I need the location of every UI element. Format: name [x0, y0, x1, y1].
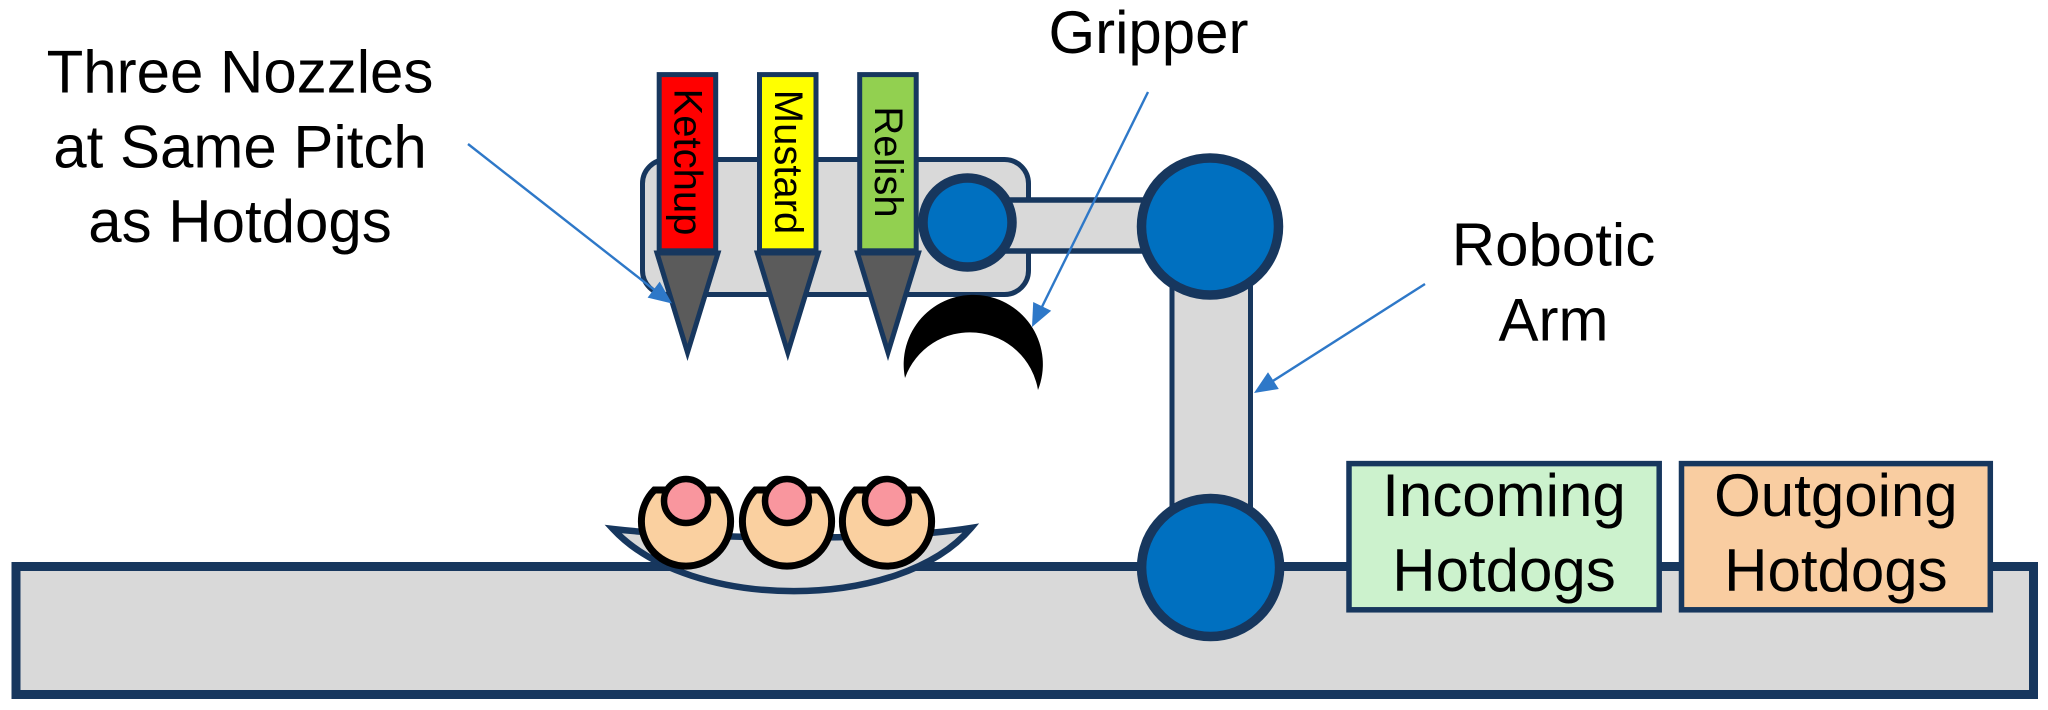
svg-text:Ketchup: Ketchup — [666, 89, 710, 236]
svg-text:Gripper: Gripper — [1048, 0, 1248, 66]
svg-text:Mustard: Mustard — [766, 90, 810, 235]
svg-text:at Same Pitch: at Same Pitch — [53, 114, 427, 181]
svg-text:Three Nozzles: Three Nozzles — [47, 39, 434, 106]
svg-text:Robotic: Robotic — [1452, 212, 1655, 279]
svg-text:as Hotdogs: as Hotdogs — [88, 188, 392, 255]
svg-text:Hotdogs: Hotdogs — [1392, 537, 1615, 604]
svg-text:Relish: Relish — [866, 106, 910, 217]
svg-text:Incoming: Incoming — [1382, 462, 1625, 529]
svg-text:Hotdogs: Hotdogs — [1724, 537, 1947, 604]
svg-text:Outgoing: Outgoing — [1714, 462, 1958, 529]
svg-text:Arm: Arm — [1499, 287, 1609, 354]
